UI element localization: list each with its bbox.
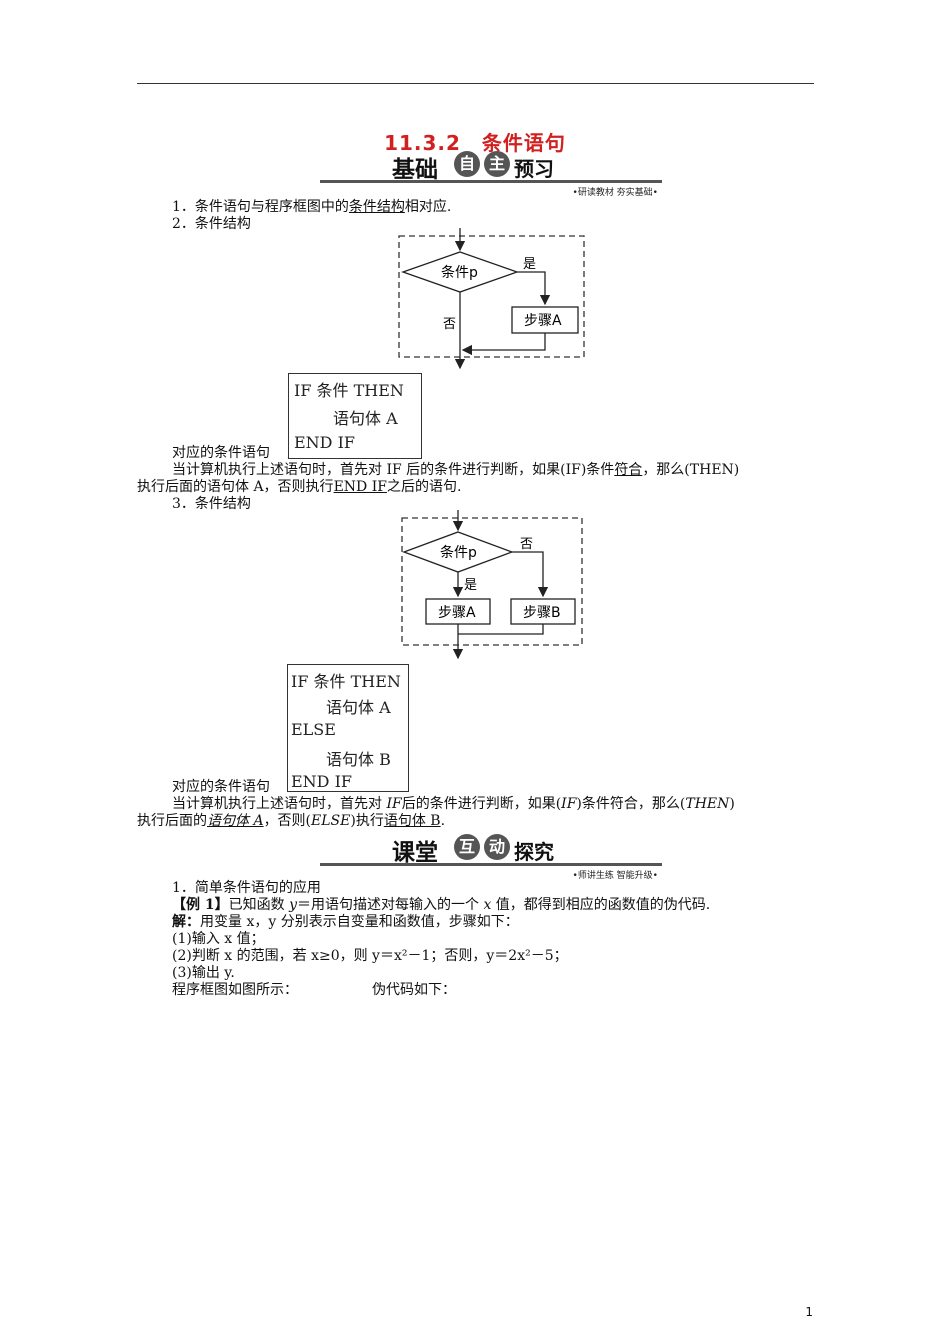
banner-bar (320, 863, 662, 866)
yes-label: 是 (523, 257, 536, 272)
no-label: 否 (443, 317, 456, 332)
pseudocode-caption: 伪代码如下： (372, 982, 456, 998)
step-3: (3)输出 y. (172, 965, 235, 981)
banner-circle-1: 互 (454, 834, 480, 860)
step-a-label: 步骤A (438, 605, 476, 621)
item-3: 3．条件结构 (172, 496, 251, 512)
code-line: IF 条件 THEN (294, 381, 404, 400)
condition-label: 条件p (440, 544, 477, 561)
banner-class-interaction: 课堂 互 动 探究 •师讲生练 智能升级• (320, 833, 662, 881)
paragraph-2-line-2: 执行后面的语句体 A，否则(ELSE)执行语句体 B. (137, 813, 446, 829)
code-caption: 对应的条件语句 (172, 779, 270, 795)
step-1: (1)输入 x 值； (172, 931, 265, 947)
banner-circle-2: 主 (484, 151, 510, 177)
banner-word-1: 课堂 (392, 840, 438, 866)
yes-label: 是 (464, 578, 477, 593)
section-title: 11.3.2 条件语句 (384, 131, 566, 155)
banner-basic-preview: 基础 自 主 预习 •研读教材 夯实基础• (320, 150, 662, 198)
example-1: 【例 1】已知函数 y＝用语句描述对每输入的一个 x 值，都得到相应的函数值的伪… (172, 897, 711, 913)
item-2: 2．条件结构 (172, 216, 251, 232)
solution-line: 解：用变量 x，y 分别表示自变量和函数值，步骤如下： (172, 914, 519, 930)
code-line: END IF (294, 433, 356, 452)
item-1: 1．条件语句与程序框图中的条件结构相对应. (172, 199, 452, 215)
code-line: ELSE (291, 720, 336, 739)
code-box-if-then-else: IF 条件 THEN 语句体 A ELSE 语句体 B END IF (287, 664, 409, 792)
paragraph-2-line-1: 当计算机执行上述语句时，首先对 IF后的条件进行判断，如果(IF)条件符合，那么… (172, 796, 735, 812)
dashed-frame (398, 235, 585, 358)
code-caption: 对应的条件语句 (172, 445, 270, 461)
dashed-frame (401, 517, 583, 646)
banner-subtitle: •师讲生练 智能升级• (572, 871, 658, 881)
no-label: 否 (520, 537, 533, 552)
step-b-label: 步骤B (523, 605, 561, 621)
step-2: (2)判断 x 的范围，若 x≥0，则 y＝x²－1；否则，y＝2x²－5； (172, 948, 568, 964)
paragraph-1-line-1: 当计算机执行上述语句时，首先对 IF 后的条件进行判断，如果(IF)条件符合，那… (172, 462, 740, 478)
paragraph-1-line-2: 执行后面的语句体 A，否则执行END IF之后的语句. (137, 479, 462, 495)
banner-word-2: 预习 (514, 157, 554, 181)
flowchart-if-then: 条件p 是 步骤A 否 (398, 228, 585, 370)
banner-subtitle: •研读教材 夯实基础• (572, 188, 658, 198)
code-line: 语句体 A (326, 698, 391, 717)
step-a-box (511, 306, 579, 334)
flowchart-caption: 程序框图如图所示： (172, 982, 298, 998)
step-a-label: 步骤A (524, 313, 562, 329)
underlined-term: 条件结构 (348, 199, 405, 215)
code-line: 语句体 A (333, 409, 398, 428)
banner-word-2: 探究 (514, 840, 554, 864)
banner-bar (320, 180, 662, 183)
step-a-box (425, 598, 491, 625)
code-line: 语句体 B (326, 750, 391, 769)
code-box-if-then: IF 条件 THEN 语句体 A END IF (288, 373, 422, 459)
banner-circle-2: 动 (484, 834, 510, 860)
condition-label: 条件p (441, 264, 478, 281)
page-number: 1 (805, 1305, 813, 1319)
subsection-heading: 1．简单条件语句的应用 (172, 880, 321, 896)
code-line: IF 条件 THEN (291, 672, 401, 691)
step-b-box (510, 598, 576, 625)
code-line: END IF (291, 772, 353, 791)
banner-word-1: 基础 (392, 157, 438, 183)
header-rule (137, 83, 814, 84)
banner-circle-1: 自 (454, 151, 480, 177)
flowchart-if-then-else: 条件p 否 是 步骤A 步骤B (401, 510, 583, 660)
